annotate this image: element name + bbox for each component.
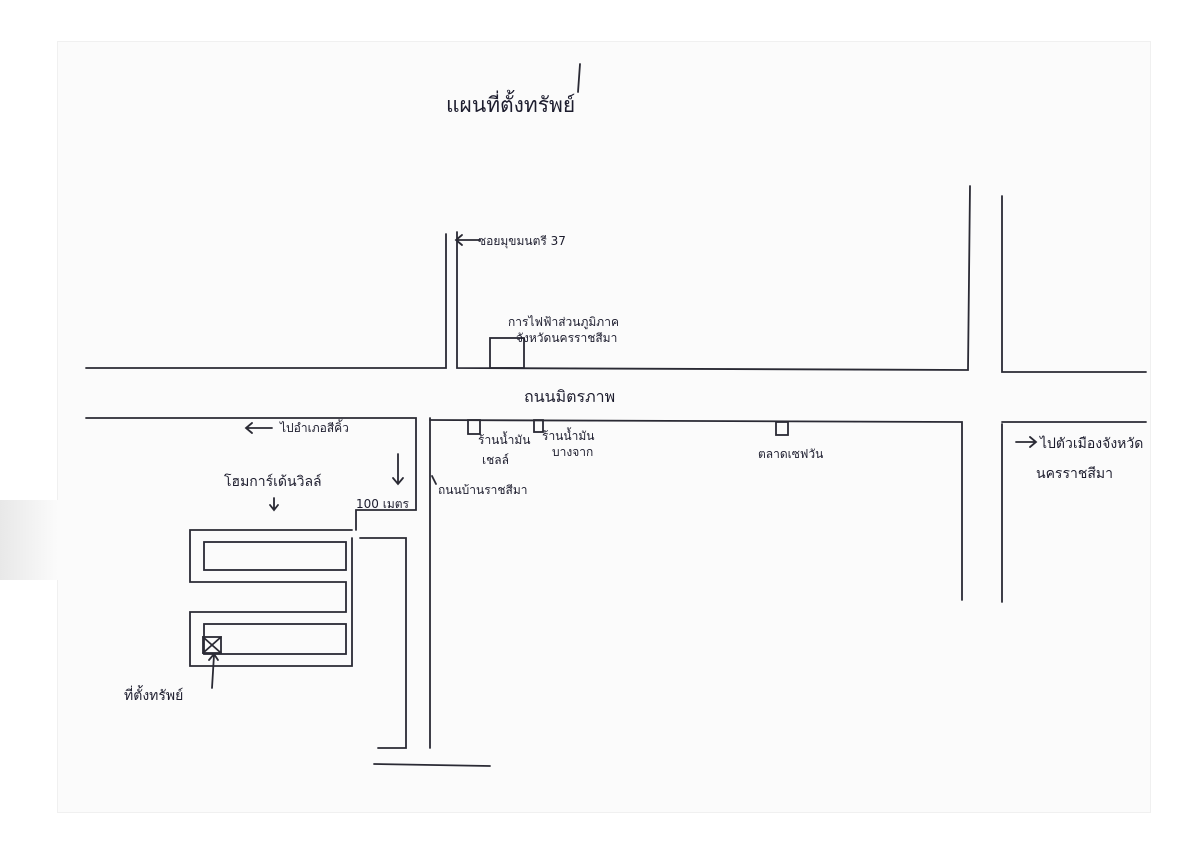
- shell-station-label-2: เชลล์: [482, 453, 509, 467]
- property-arrow: [211, 654, 215, 689]
- to-sikhio-arrow: [244, 422, 273, 434]
- village-block-2: [203, 623, 347, 655]
- property-label: ที่ตั้งทรัพย์: [124, 685, 183, 704]
- home-village-arrow: [269, 497, 279, 512]
- to-sikhio-label: ไปอำเภอสีคิ้ว: [279, 419, 349, 435]
- bangchak-station-marker: [533, 419, 544, 433]
- village-block-1: [203, 541, 347, 571]
- electricity-office-building: [489, 337, 525, 369]
- side-road-arrow: [431, 475, 437, 485]
- market-marker: [775, 421, 789, 436]
- main-road-north-edge-mid: [456, 185, 971, 371]
- side-road-end: [373, 763, 491, 767]
- shell-station-label-main: ร้านน้ำมัน: [478, 431, 530, 447]
- property-box: [202, 636, 222, 654]
- market-label: ตลาดเซฟวัน: [758, 447, 823, 461]
- main-road-south-edge-mid: [429, 419, 963, 601]
- main-road-north-edge-left: [85, 233, 447, 369]
- main-road-south-edge-left: [85, 417, 417, 531]
- map-title: แผนที่ตั้งทรัพย์: [446, 90, 575, 117]
- main-road-north-edge-right: [1001, 195, 1147, 373]
- soi-arrow: [454, 234, 481, 246]
- village-roads: [189, 529, 491, 767]
- paper-sheet: [58, 42, 1150, 812]
- scan-edge-shadow: [0, 500, 58, 580]
- to-city-label-2: นครราชสีมา: [1036, 466, 1113, 482]
- side-road-west-edge: [359, 537, 407, 749]
- distance-label: 100 เมตร: [356, 497, 410, 511]
- soi-label: ซอยมุขมนตรี 37: [478, 234, 566, 249]
- village-loop-outer: [189, 529, 353, 667]
- electricity-office-label-2: จังหวัดนครราชสีมา: [516, 331, 617, 345]
- to-city-arrow: [1015, 436, 1038, 448]
- electricity-office-label: การไฟฟ้าส่วนภูมิภาค: [508, 315, 619, 330]
- title-accent-stroke: [577, 63, 581, 93]
- property-marker: [202, 636, 222, 689]
- distance-arrow: [392, 453, 404, 486]
- shell-station-marker: [467, 419, 481, 435]
- main-road-label: ถนนมิตรภาพ: [524, 387, 615, 406]
- home-village-label: โฮมการ์เด้นวิลล์: [224, 473, 322, 490]
- side-road-label: ถนนบ้านราชสีมา: [438, 483, 528, 497]
- to-city-label: ไปตัวเมืองจังหวัด: [1039, 435, 1143, 452]
- main-road: [85, 185, 1147, 749]
- bangchak-station-label-2: บางจาก: [552, 445, 593, 459]
- bangchak-station-label: ร้านน้ำมัน: [542, 427, 594, 443]
